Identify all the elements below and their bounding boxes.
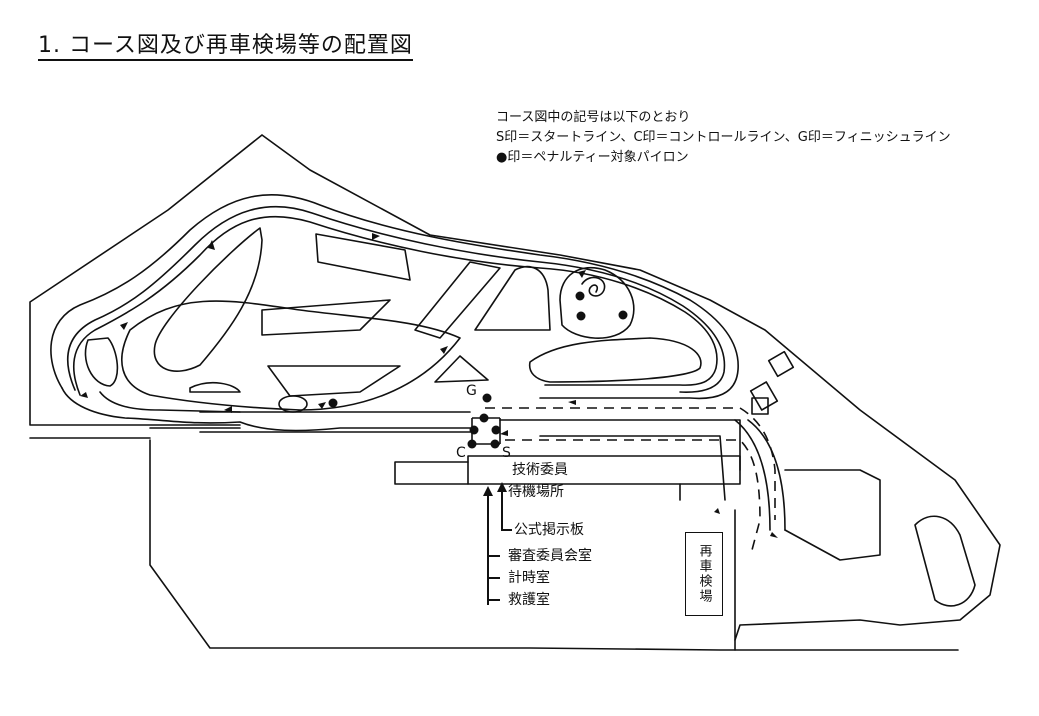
- pointer-arrow-2: [483, 486, 493, 496]
- control-building: [467, 455, 741, 485]
- island-11: [189, 381, 241, 393]
- racing-line-loop: [121, 300, 461, 411]
- pylon: [482, 393, 492, 403]
- arrow-12: [440, 346, 448, 354]
- arrow-6: [568, 400, 576, 405]
- arrow-10: [500, 430, 508, 436]
- arrow-9: [770, 532, 778, 538]
- track-outer-edge-2: [61, 387, 471, 432]
- arrow-3: [120, 322, 128, 330]
- pylon: [575, 291, 585, 301]
- island-4: [414, 261, 501, 339]
- building-1: [767, 350, 795, 378]
- arrow-8: [714, 508, 720, 514]
- island-10: [84, 337, 119, 387]
- island-1: [315, 233, 411, 281]
- dashed-lane-1: [485, 407, 776, 520]
- pylon: [491, 425, 501, 435]
- pointer-line-1: [501, 485, 512, 531]
- legend-heading: コース図中の記号は以下のとおり: [496, 110, 691, 125]
- dashed-lane-2: [505, 439, 761, 551]
- track-inner-edge-2: [99, 391, 241, 413]
- pylon: [618, 310, 628, 320]
- pit-lane-2: [539, 435, 726, 501]
- island-6: [559, 266, 635, 339]
- pylon: [469, 425, 479, 435]
- access-road: [734, 419, 786, 531]
- track-outer-edge: [50, 194, 739, 400]
- technical-committee-label: 技術委員: [512, 462, 568, 478]
- left-strip: [394, 461, 469, 485]
- re-inspection-label: 再車検場: [696, 544, 712, 604]
- island-7: [528, 337, 702, 383]
- paddock-area-1: [784, 469, 881, 561]
- arrow-2: [208, 240, 215, 250]
- legend-lines: S印＝スタートライン、C印＝コントロールライン、G印＝フィニッシュライン: [496, 130, 951, 145]
- finish-line-marker: G: [466, 383, 477, 399]
- pointer-line-2: [487, 490, 500, 605]
- waiting-area-label: 待機場所: [508, 484, 564, 500]
- pit-lane: [499, 419, 741, 471]
- building-2: [749, 381, 779, 411]
- arrow-7: [578, 270, 586, 278]
- left-lower-wall: [29, 427, 241, 439]
- site-boundary: [29, 134, 1001, 641]
- island-2: [153, 227, 263, 372]
- racing-line: [66, 205, 726, 393]
- island-9: [434, 355, 489, 383]
- control-line-marker: C: [456, 445, 466, 461]
- site-boundary-lower: [149, 439, 959, 651]
- page-title: 1. コース図及び再車検場等の配置図: [38, 34, 413, 61]
- island-8: [267, 365, 401, 397]
- island-3: [261, 299, 391, 336]
- pylon: [576, 311, 586, 321]
- track-inner-edge: [72, 215, 718, 396]
- spiral: [581, 276, 606, 297]
- arrow-11: [318, 402, 326, 409]
- map-legend: コース図中の記号は以下のとおり S印＝スタートライン、C印＝コントロールライン、…: [496, 108, 951, 168]
- pylon-gate: [471, 417, 501, 445]
- timing-room-label: 計時室: [508, 570, 550, 586]
- start-line-marker: S: [502, 445, 511, 461]
- notice-board-label: 公式掲示板: [514, 522, 584, 538]
- main-straight: [199, 411, 471, 433]
- re-inspection-box: 再車検場: [685, 532, 723, 616]
- arrow-4: [80, 392, 88, 398]
- pylon: [328, 398, 338, 408]
- arrow-5: [224, 406, 232, 413]
- arrow-1: [372, 233, 380, 240]
- building-3: [751, 397, 769, 415]
- island-5: [474, 265, 551, 331]
- first-aid-room-label: 救護室: [508, 592, 550, 608]
- legend-pylons: ●印＝ペナルティー対象パイロン: [496, 150, 689, 165]
- paddock-area-2: [914, 515, 976, 607]
- pointer-arrow-1: [497, 482, 507, 492]
- stewards-room-label: 審査委員会室: [508, 548, 592, 564]
